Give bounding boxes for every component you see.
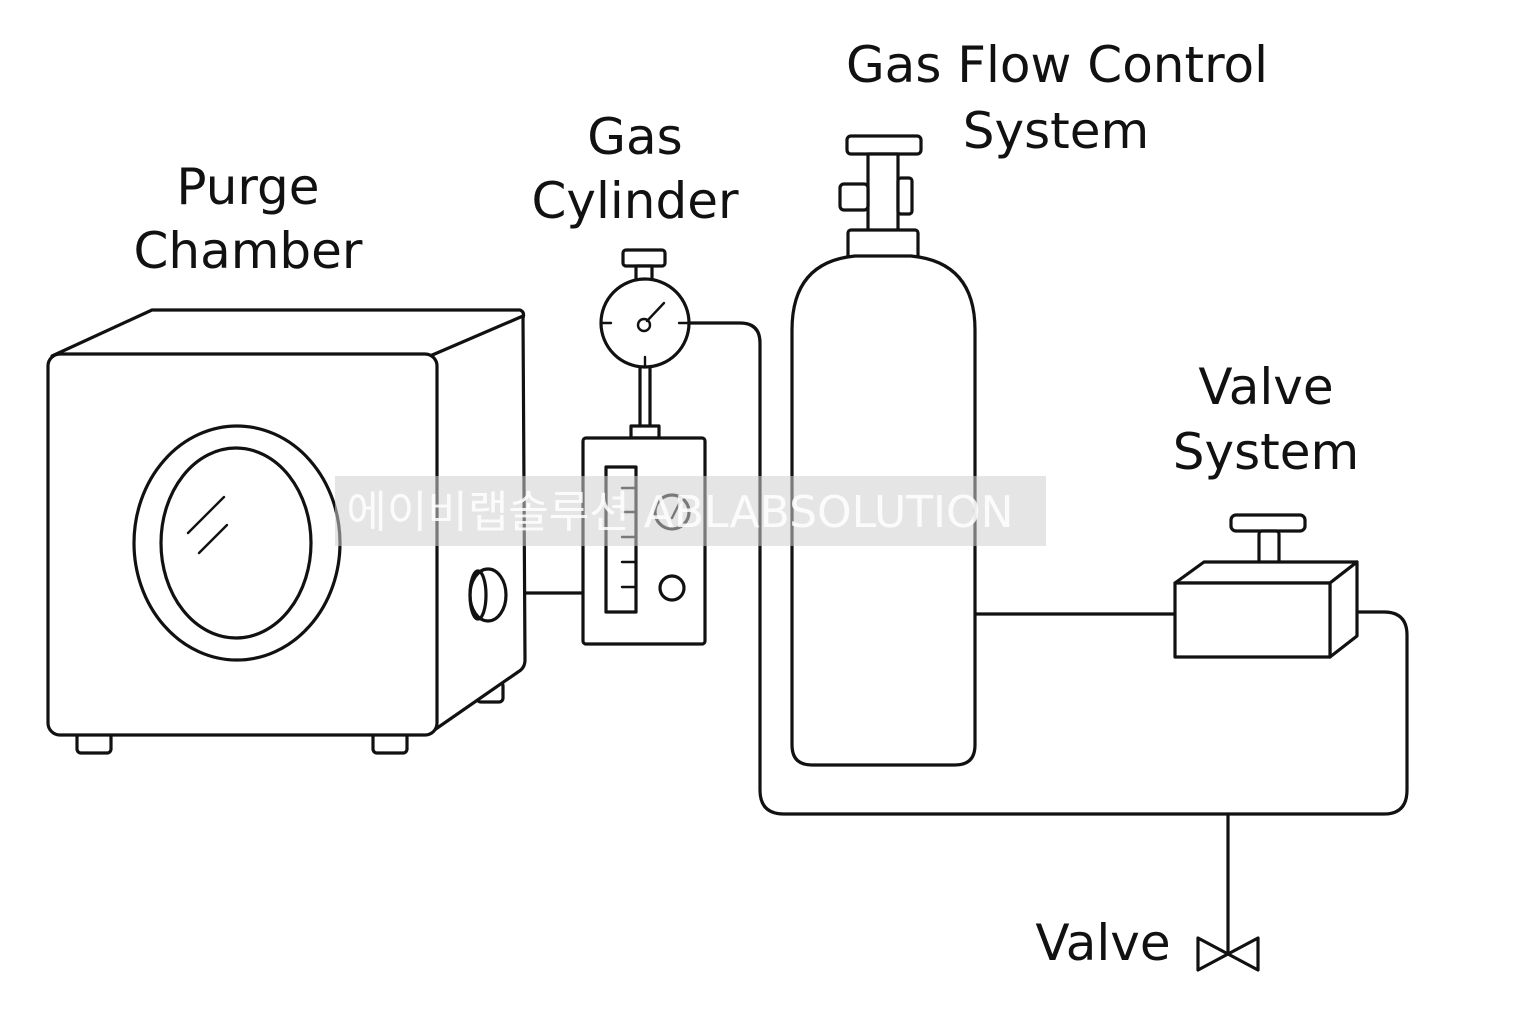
piping <box>503 321 1409 954</box>
valve-system-top <box>1173 560 1359 585</box>
chamber-porthole-inner <box>159 446 313 640</box>
cylinder-valve-lug-left <box>838 182 870 212</box>
valve-system-front <box>1173 581 1332 659</box>
valve-system <box>1173 513 1359 659</box>
cylinder-handle-bar <box>845 134 923 156</box>
label-gas-flow-control-line1: Gas Flow Control <box>846 36 1268 94</box>
pipe-gauge-loop <box>687 321 1409 816</box>
label-purge-chamber-line1: Purge <box>176 158 319 216</box>
valve-system-handle <box>1229 513 1307 533</box>
label-gas-cylinder-line2: Cylinder <box>531 172 738 230</box>
cylinder-neck <box>846 228 920 260</box>
chamber-port <box>468 567 508 623</box>
valve-symbol <box>1196 936 1260 972</box>
gauge-hub <box>636 317 652 333</box>
watermark-band <box>335 476 1046 546</box>
gas-cylinder <box>790 134 977 767</box>
gauge-needle <box>645 301 666 323</box>
labels: Purge Chamber Gas Cylinder Gas Flow Cont… <box>133 36 1359 972</box>
watermark: 에이비랩솔루션 ABLABSOLUTION <box>335 476 1046 546</box>
porthole-glare-2 <box>197 523 229 555</box>
chamber-port-face <box>468 569 488 621</box>
label-gas-flow-control-line2: System <box>963 102 1149 160</box>
flow-controller <box>581 248 707 646</box>
label-purge-chamber-line2: Chamber <box>133 222 362 280</box>
cylinder-valve-lug-right <box>896 176 914 216</box>
label-valve-system-line2: System <box>1173 423 1359 481</box>
gauge-knob <box>621 248 667 268</box>
label-valve-system-line1: Valve <box>1198 358 1333 416</box>
label-gas-cylinder-line1: Gas <box>587 108 682 166</box>
watermark-text: 에이비랩솔루션 ABLABSOLUTION <box>346 487 1013 538</box>
pressure-gauge <box>599 277 691 369</box>
purge-chamber <box>46 308 527 755</box>
valve-bowtie <box>1196 936 1260 972</box>
controller-knob <box>658 574 686 602</box>
cylinder-valve-stem <box>866 152 900 234</box>
porthole-glare-1 <box>186 495 226 535</box>
label-valve: Valve <box>1035 914 1170 972</box>
gauge-stem-collar <box>629 424 661 440</box>
